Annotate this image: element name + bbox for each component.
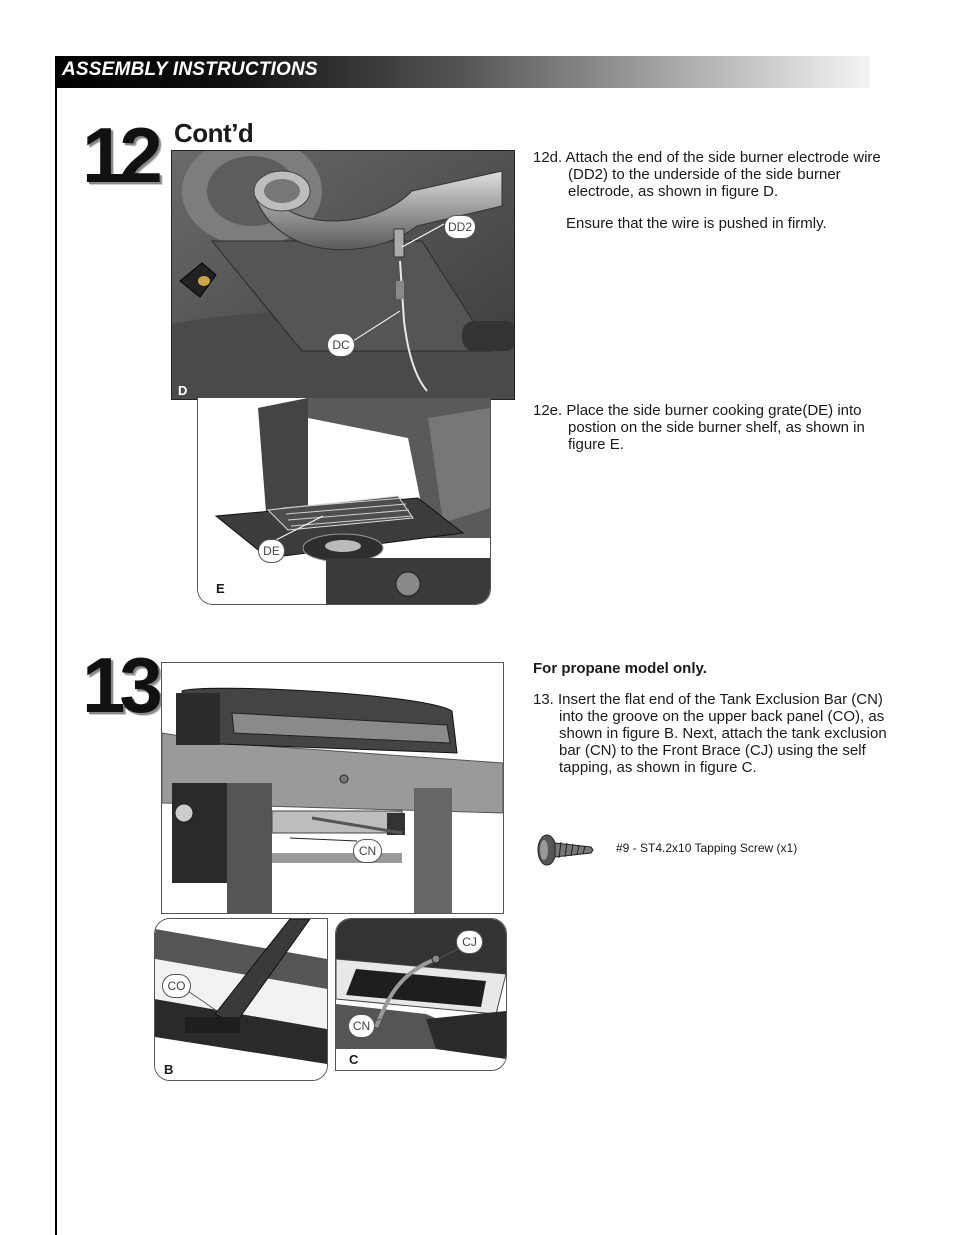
figure-13-main: CN — [161, 662, 504, 914]
figure-13-illustration — [162, 663, 503, 913]
step-12e-line1: 12e. Place the side burner cooking grate… — [533, 402, 834, 419]
figure-e-label: E — [216, 581, 225, 596]
figure-b-illustration — [155, 919, 327, 1080]
step-13-line1: 13. Insert the flat end of the Tank Excl… — [533, 691, 848, 708]
step-12d-rest: wire (DD2) to the underside of the side … — [568, 149, 881, 200]
figure-d-label: D — [178, 383, 188, 398]
figure-e-illustration — [198, 398, 490, 604]
callout-dd2: DD2 — [444, 215, 476, 239]
step-12e-rest: into postion on the side burner shelf, a… — [568, 402, 865, 453]
step-12e-text: 12e. Place the side burner cooking grate… — [533, 402, 898, 453]
step-12-contd: Cont’d — [174, 118, 254, 148]
figure-d-illustration — [172, 151, 514, 399]
figure-c-label: C — [349, 1052, 359, 1067]
figure-b-label: B — [164, 1062, 174, 1077]
step-13-heading: For propane model only. — [533, 660, 707, 677]
callout-dc: DC — [327, 333, 355, 357]
step-12d-line1: 12d. Attach the end of the side burner e… — [533, 149, 850, 166]
step-12-number: 12 — [82, 111, 163, 199]
figure-b: CO B — [154, 918, 328, 1081]
step-13-rest: (CN) into the groove on the upper back p… — [559, 691, 887, 776]
figure-d: DD2 DC D — [171, 150, 515, 400]
callout-de: DE — [258, 539, 285, 563]
step-12d-note: Ensure that the wire is pushed in firmly… — [566, 215, 827, 232]
left-margin-rule — [55, 88, 57, 1235]
step-12d-text: 12d. Attach the end of the side burner e… — [533, 149, 908, 200]
callout-cn-c: CN — [348, 1014, 375, 1038]
screw-icon — [533, 828, 595, 872]
step-13-text: 13. Insert the flat end of the Tank Excl… — [533, 691, 899, 776]
step-13-number: 13 — [82, 641, 163, 729]
callout-cn-main: CN — [353, 839, 382, 863]
callout-cj: CJ — [456, 930, 483, 954]
figure-e: DE E — [197, 398, 491, 605]
callout-co: CO — [162, 974, 191, 998]
header-bar — [55, 56, 870, 88]
figure-c: CJ CN C — [335, 918, 507, 1071]
hardware-label: #9 - ST4.2x10 Tapping Screw (x1) — [616, 841, 798, 855]
section-title: ASSEMBLY INSTRUCTIONS — [62, 59, 318, 80]
